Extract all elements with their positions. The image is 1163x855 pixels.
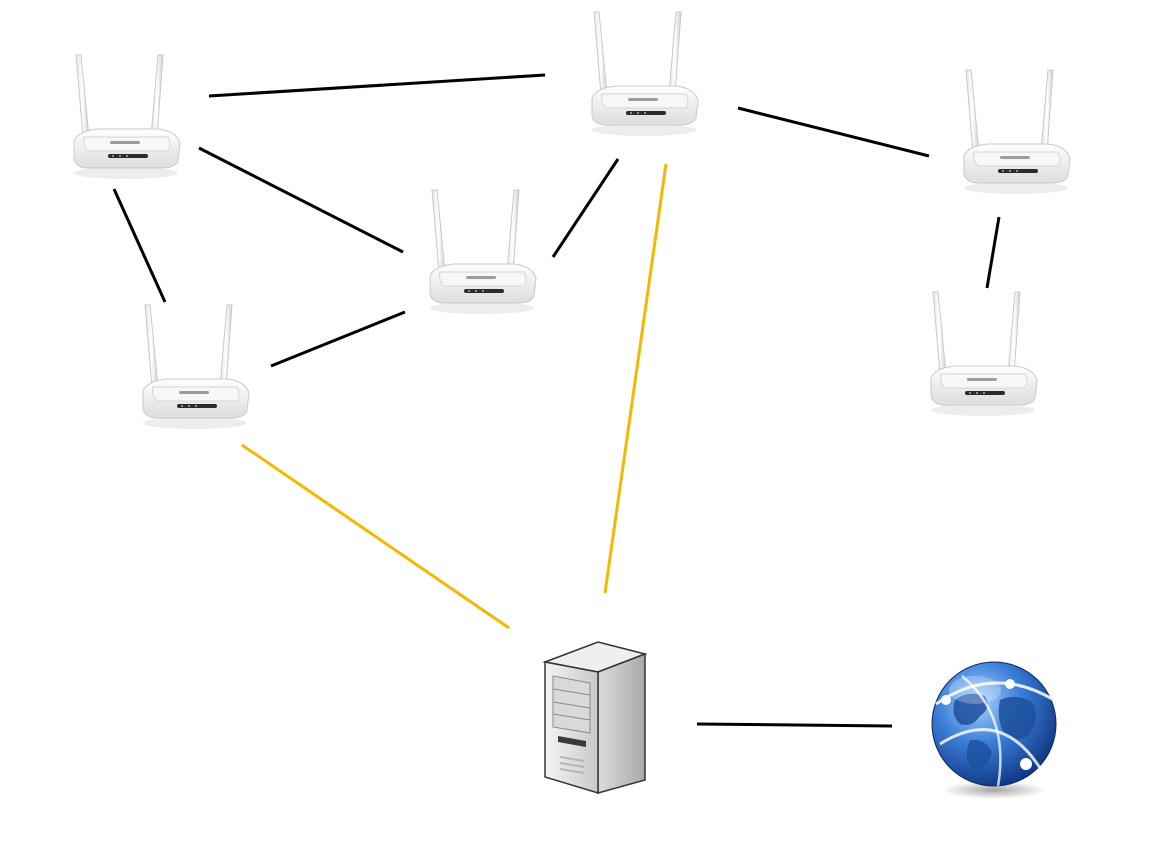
router-3[interactable] [429,189,537,315]
link-router2-server [603,163,668,594]
link-router1-router2 [208,73,546,98]
link-router1-router3 [198,146,404,254]
wifi-router-icon [591,11,699,137]
link-router2-router5 [737,106,930,158]
wifi-router-icon [73,54,181,180]
server-tower-icon [542,641,648,795]
wifi-router-icon [963,69,1071,195]
router-5[interactable] [963,69,1071,195]
router-1[interactable] [73,54,181,180]
internet[interactable] [931,661,1057,799]
wifi-router-icon [429,189,537,315]
link-router1-router4 [112,188,167,303]
router-6[interactable] [930,291,1038,417]
wifi-router-icon [142,304,250,430]
links [112,73,1001,728]
router-2[interactable] [591,11,699,137]
link-server-internet [696,722,893,728]
router-4[interactable] [142,304,250,430]
link-router4-server [241,443,510,630]
wifi-router-icon [930,291,1038,417]
globe-icon [931,661,1057,799]
server[interactable] [542,641,648,795]
link-router5-router6 [985,216,1001,289]
link-router4-router3 [270,310,406,368]
link-router2-router3 [551,158,620,258]
